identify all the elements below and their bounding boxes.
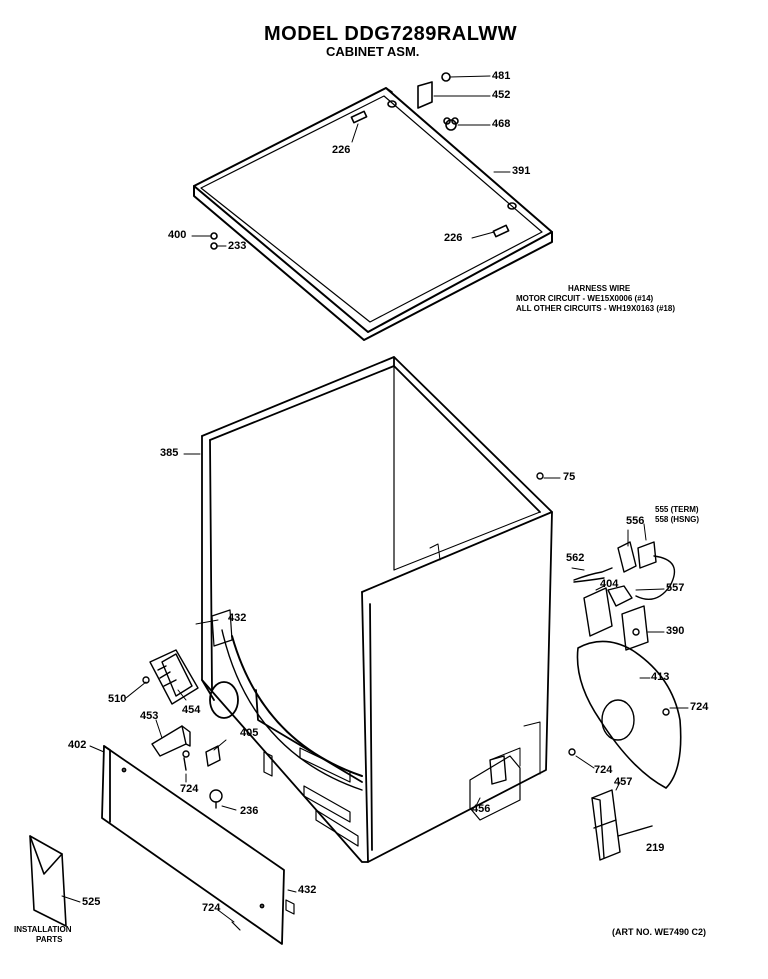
installation-envelope xyxy=(29,835,67,927)
part-label-457: 457 xyxy=(614,776,633,788)
top-panel xyxy=(193,87,553,341)
part-label-390: 390 xyxy=(666,625,685,637)
lower-hardware xyxy=(151,725,223,809)
right-parts xyxy=(489,472,682,861)
toe-kick xyxy=(101,745,295,945)
part-label-452: 452 xyxy=(492,89,511,101)
part-label-557: 557 xyxy=(666,582,685,594)
part-label-724-mid: 724 xyxy=(594,764,613,776)
harness-line-2: ALL OTHER CIRCUITS - WH19X0163 (#18) xyxy=(516,304,675,313)
part-label-456: 456 xyxy=(472,803,491,815)
installation-label-1: INSTALLATION xyxy=(14,925,72,934)
door-switch xyxy=(142,649,199,705)
part-label-724-right: 724 xyxy=(690,701,709,713)
part-label-385: 385 xyxy=(160,447,179,459)
part-label-226-top: 226 xyxy=(332,144,351,156)
art-number: (ART NO. WE7490 C2) xyxy=(612,927,707,937)
part-label-219: 219 xyxy=(646,842,665,854)
part-label-454: 454 xyxy=(182,704,201,716)
part-label-413: 413 xyxy=(651,671,670,683)
diagram-subtitle: CABINET ASM. xyxy=(326,44,420,59)
part-label-400: 400 xyxy=(168,229,187,241)
part-label-405: 405 xyxy=(240,727,259,739)
part-label-236: 236 xyxy=(240,805,259,817)
diagram-title: MODEL DDG7289RALWW xyxy=(264,23,518,45)
part-label-562: 562 xyxy=(566,552,585,564)
part-label-481: 481 xyxy=(492,70,511,82)
part-label-724-bottom: 724 xyxy=(202,902,221,914)
leader-lines xyxy=(61,75,689,923)
part-label-556: 556 xyxy=(626,515,645,527)
part-label-525: 525 xyxy=(82,896,101,908)
harness-heading: HARNESS WIRE xyxy=(568,284,631,293)
part-label-724-lower: 724 xyxy=(180,783,199,795)
part-label-468: 468 xyxy=(492,118,511,130)
part-label-233: 233 xyxy=(228,240,247,252)
part-label-558: 558 (HSNG) xyxy=(655,515,700,524)
part-label-391: 391 xyxy=(512,165,531,177)
harness-line-1: MOTOR CIRCUIT - WE15X0006 (#14) xyxy=(516,294,654,303)
installation-label-2: PARTS xyxy=(36,935,63,944)
part-label-432-cabinet: 432 xyxy=(228,612,247,624)
part-label-75: 75 xyxy=(563,471,576,483)
part-label-402: 402 xyxy=(68,739,87,751)
cabinet xyxy=(201,356,553,863)
top-hardware xyxy=(210,72,459,250)
part-label-510: 510 xyxy=(108,693,127,705)
part-label-453: 453 xyxy=(140,710,159,722)
part-label-432-toe: 432 xyxy=(298,884,317,896)
part-label-404: 404 xyxy=(600,578,619,590)
part-label-555: 555 (TERM) xyxy=(655,505,699,514)
part-label-226-bottom: 226 xyxy=(444,232,463,244)
